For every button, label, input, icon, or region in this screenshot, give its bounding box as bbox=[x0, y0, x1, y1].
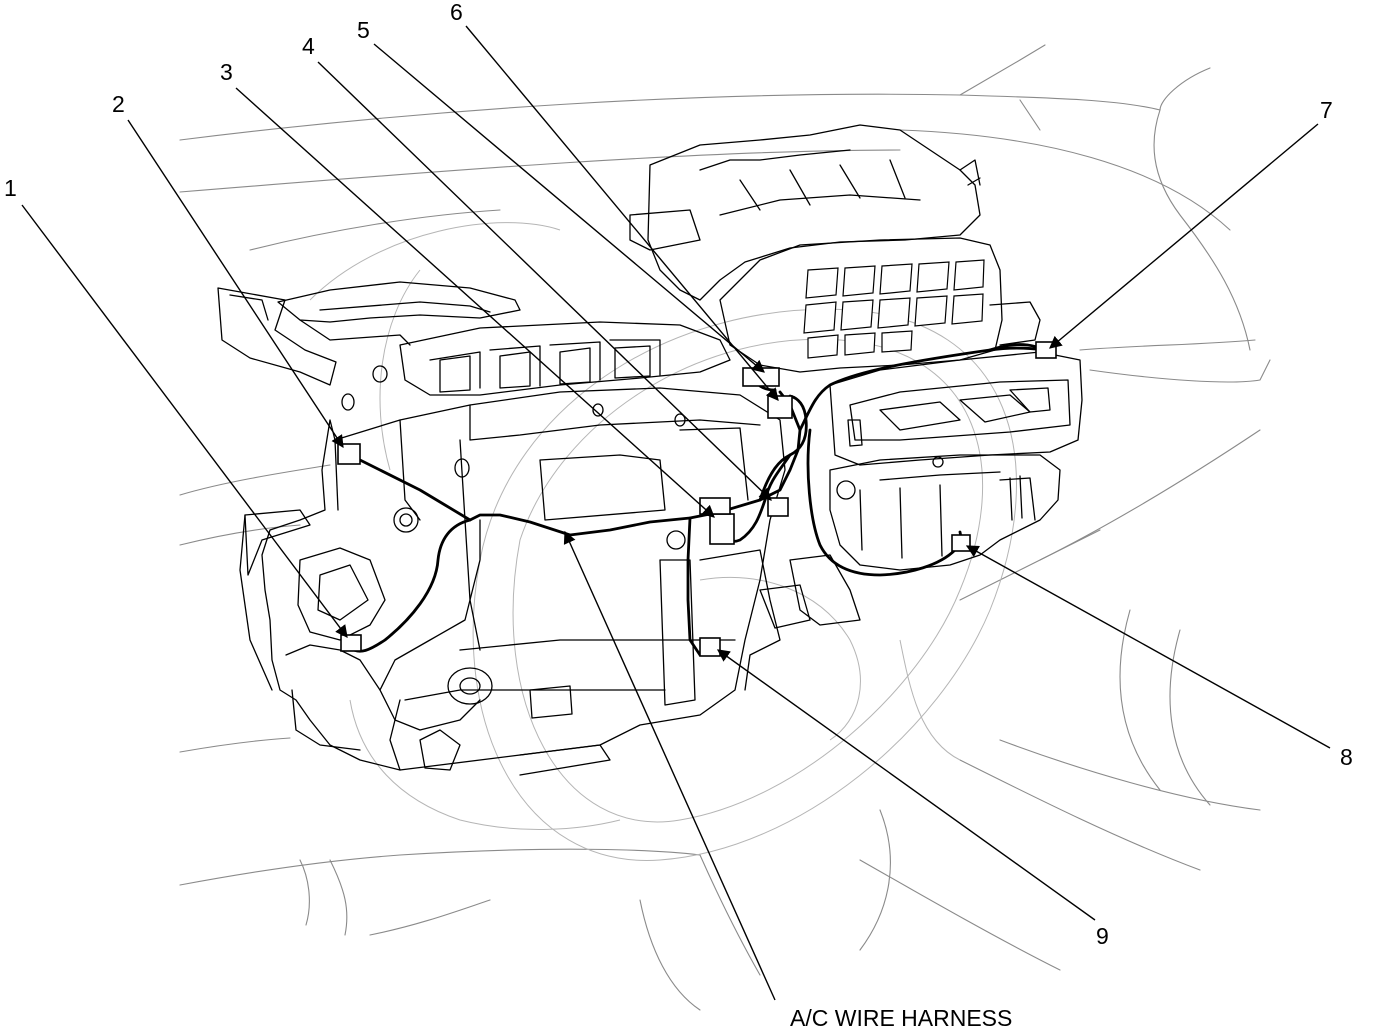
callout-5: 5 bbox=[357, 17, 370, 43]
callout-6: 6 bbox=[450, 0, 463, 25]
connector-8 bbox=[951, 534, 971, 552]
connector-6 bbox=[767, 395, 793, 419]
callout-9: 9 bbox=[1096, 923, 1109, 949]
callout-7: 7 bbox=[1320, 97, 1333, 123]
connector-2 bbox=[337, 443, 361, 465]
dashboard-outline bbox=[179, 44, 1271, 1011]
callout-4: 4 bbox=[302, 33, 315, 59]
connector-aux bbox=[699, 497, 731, 515]
connector-5 bbox=[742, 367, 780, 387]
callout-3: 3 bbox=[220, 59, 233, 85]
callout-8: 8 bbox=[1340, 744, 1353, 770]
leader-lines bbox=[21, 25, 1331, 1001]
connector-1 bbox=[340, 634, 362, 652]
callout-2: 2 bbox=[112, 91, 125, 117]
blower-unit bbox=[629, 124, 1083, 629]
intake-grille bbox=[803, 259, 985, 359]
heater-unit bbox=[217, 281, 786, 776]
callout-labels: 1 2 3 4 5 6 7 8 9 A/C WIRE HARNESS bbox=[4, 0, 1353, 1031]
connector-4 bbox=[767, 497, 789, 517]
connector-7 bbox=[1035, 341, 1057, 359]
harness-label: A/C WIRE HARNESS bbox=[790, 1005, 1012, 1031]
connectors bbox=[337, 341, 1057, 657]
connector-3 bbox=[709, 513, 735, 545]
callout-1: 1 bbox=[4, 175, 17, 201]
connector-9 bbox=[699, 637, 721, 657]
